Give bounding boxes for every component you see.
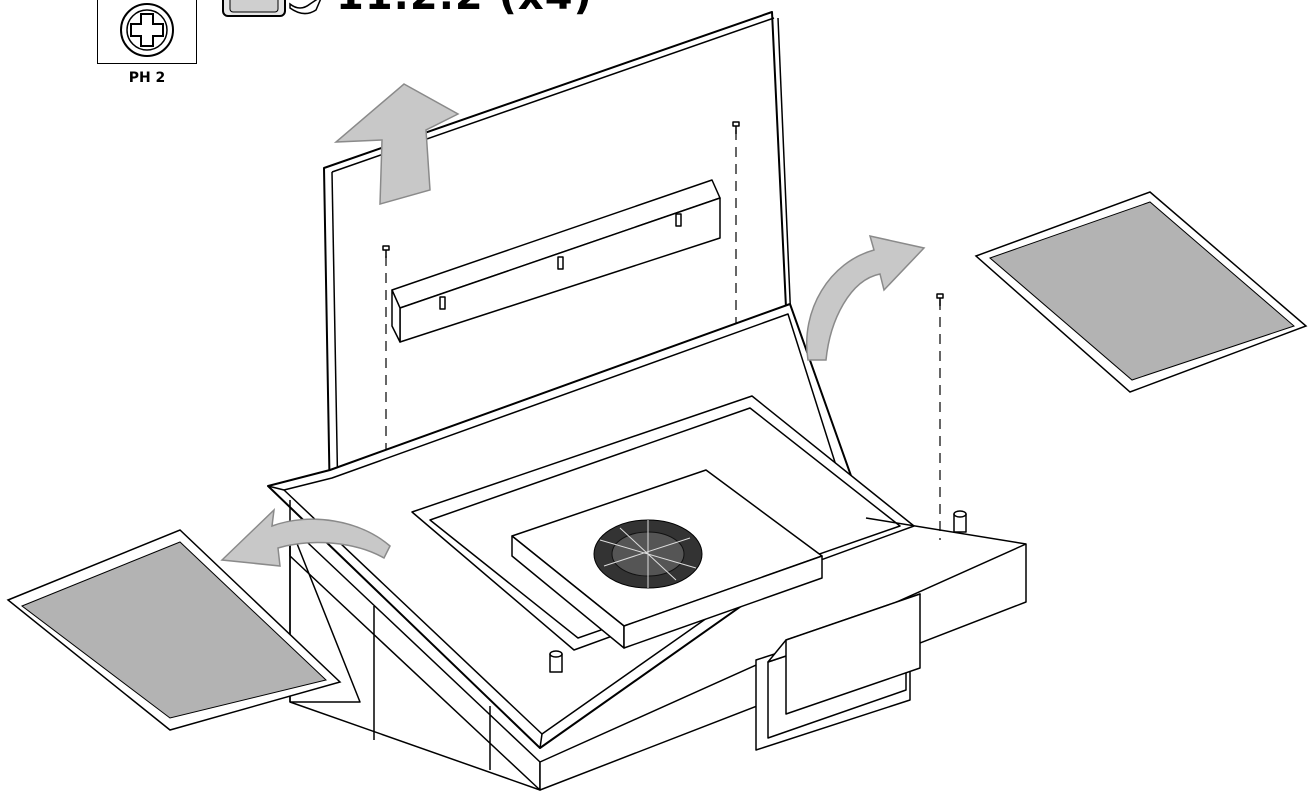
- grease-filter-left: [6, 529, 342, 731]
- tool-bit-label: PH 2: [128, 70, 166, 86]
- tool-box: [97, 0, 197, 64]
- arrows: [220, 83, 926, 567]
- filter-left-arrow: [220, 507, 391, 567]
- lift-arrow: [333, 83, 460, 205]
- duct-outlet: [755, 593, 921, 751]
- filter-right-arrow: [806, 234, 926, 361]
- lid-bracket: [391, 179, 721, 343]
- step-title: 11.2.2 (x4): [336, 0, 593, 19]
- phillips-screwdriver-bit-icon: [120, 3, 174, 57]
- screw-count-icon: [222, 0, 322, 17]
- grease-filter-right: [974, 191, 1308, 393]
- fan-grille: [593, 519, 703, 589]
- posts: [549, 510, 967, 673]
